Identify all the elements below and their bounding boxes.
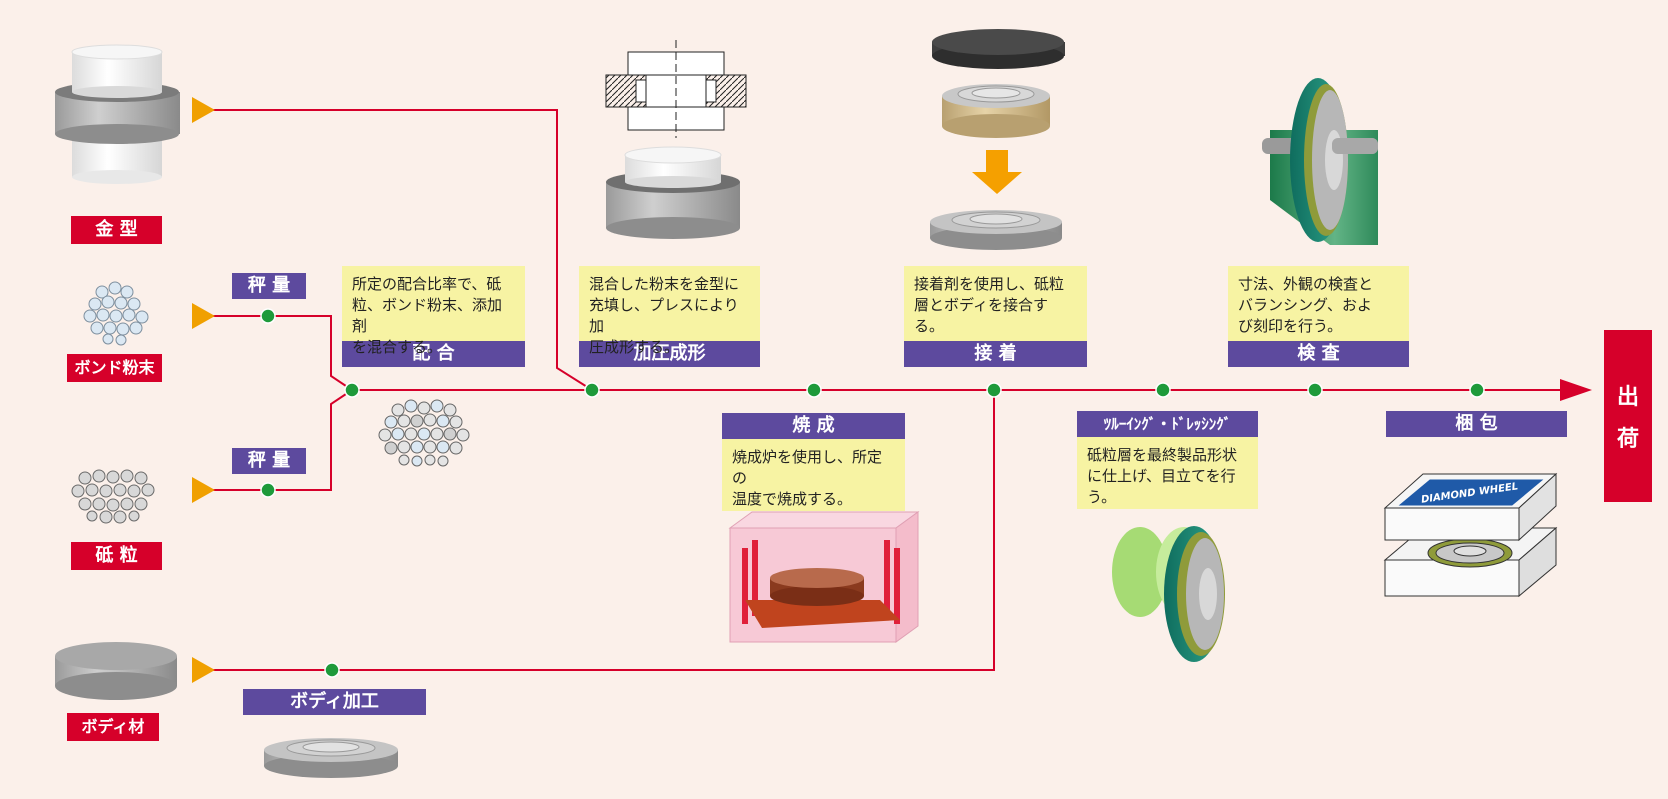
mix-note-line: 粒、ボンド粉末、添加剤 [352,296,503,335]
sinter-note: 焼成炉を使用し、所定の 温度で焼成する。 [722,439,905,511]
shipping-label: 出 荷 [1604,330,1652,502]
press-mold-image [606,146,740,239]
weigh-abrasive-node [260,482,276,498]
press-note-line: 混合した粉末を金型に [589,275,740,293]
mix-label: 配 合 [342,341,525,367]
mold-image [55,44,180,184]
truing-note-line: 砥粒層を最終製品形状 [1087,446,1238,464]
body-input-arrow [192,657,215,683]
sintering-furnace-image [728,511,920,643]
bond-note-line: 接着剤を使用し、砥粒 [914,275,1065,293]
machined-body-image [264,738,398,778]
mold-feed-line [212,109,593,391]
truing-note-line: に仕上げ、目立てを行う。 [1087,467,1236,506]
bond-feed-line [212,315,353,391]
press-note-line: 充填し、プレスにより加 [589,296,739,335]
truing-wheel-image [1112,526,1225,662]
inspect-note: 寸法、外観の検査と バランシング、およ び刻印を行う。 [1228,266,1409,341]
weigh-bond-node [260,308,276,324]
sinter-label: 焼 成 [722,413,905,439]
sinter-node [806,382,822,398]
bond-note-line: 層とボディを接合する。 [914,296,1048,335]
bond-powder-image [83,281,149,346]
inspect-note-line: 寸法、外観の検査と [1238,275,1374,293]
flow-nodes [260,308,1485,678]
pack-label: 梱 包 [1386,411,1567,437]
mix-note-line: を混合する。 [352,338,443,356]
abrasive-input-arrow [192,477,215,503]
bond-label: 接 着 [904,341,1087,367]
inspect-note-line: バランシング、およ [1238,296,1372,314]
truing-dressing-label: ﾂﾙｰｲﾝｸﾞ・ﾄﾞﾚｯｼﾝｸﾞ [1077,411,1258,437]
mixed-powder-image [378,399,470,467]
bonding-image [930,29,1065,250]
abrasive-grains-image [71,469,155,524]
inspect-note-line: び刻印を行う。 [1238,317,1343,335]
flow-end-arrowhead [1560,379,1592,401]
abrasive-feed-line [212,389,353,491]
inspect-node [1307,382,1323,398]
press-note: 混合した粉末を金型に 充填し、プレスにより加 圧成形する。 [579,266,760,356]
press-cross-section-image [605,40,747,138]
shipping-label-char: 荷 [1616,427,1639,452]
inspection-machine-image [1262,78,1378,245]
bond-node [986,382,1002,398]
press-label: 加圧成形 [579,341,760,367]
sinter-note-line: 温度で焼成する。 [732,490,853,508]
body-machining-node [324,662,340,678]
bond-note: 接着剤を使用し、砥粒 層とボディを接合する。 [904,266,1087,341]
mix-note-line: 所定の配合比率で、砥 [352,275,502,293]
weigh-label-bond: 秤 量 [232,273,306,299]
bond-powder-label: ボンド粉末 [67,354,162,382]
mix-node [344,382,360,398]
truing-note: 砥粒層を最終製品形状 に仕上げ、目立てを行う。 [1077,437,1258,509]
body-material-image [55,642,177,700]
inspect-label: 検 査 [1228,341,1409,367]
mold-input-arrow [192,97,215,123]
packing-box-image [1383,472,1558,598]
body-machining-label: ボディ加工 [243,689,426,715]
body-material-label: ボディ材 [67,713,159,741]
weigh-label-abrasive: 秤 量 [232,448,306,474]
bond-input-arrow [192,303,215,329]
shipping-label-char: 出 [1616,385,1639,410]
sinter-note-line: 焼成炉を使用し、所定の [732,448,883,487]
press-note-line: 圧成形する。 [589,338,680,356]
mix-note: 所定の配合比率で、砥 粒、ボンド粉末、添加剤 を混合する。 [342,266,525,356]
pack-node [1469,382,1485,398]
abrasive-label: 砥 粒 [71,542,162,570]
mold-label: 金 型 [71,216,162,244]
truing-node [1155,382,1171,398]
input-arrows [192,97,215,683]
press-node [584,382,600,398]
body-feed-line [212,390,995,671]
